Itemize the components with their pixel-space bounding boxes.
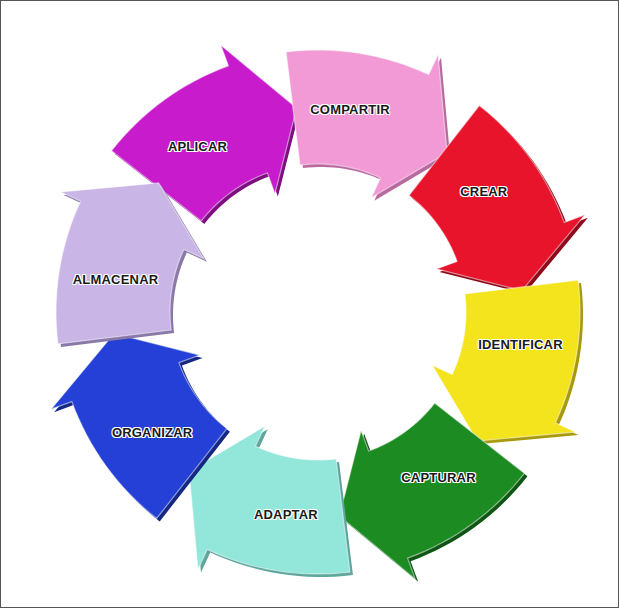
arrow-body	[56, 183, 204, 344]
arrow-label: ORGANIZAR	[112, 425, 193, 440]
cycle-arrow: ORGANIZAR	[49, 331, 233, 525]
arrow-body	[432, 280, 580, 441]
arrow-label: ALMACENAR	[73, 272, 159, 287]
arrow-label: ADAPTAR	[254, 507, 318, 522]
arrow-shape	[337, 401, 531, 585]
arrow-body	[286, 50, 447, 198]
cycle-arrow: CREAR	[407, 103, 591, 297]
arrow-label: APLICAR	[168, 139, 227, 154]
cycle-arrow: ALMACENAR	[54, 180, 210, 350]
arrow-body	[51, 333, 227, 518]
arrow-shape	[54, 180, 210, 350]
arrow-label: CREAR	[460, 184, 507, 199]
cycle-arrow: CAPTURAR	[337, 401, 531, 585]
arrow-label: COMPARTIR	[310, 102, 390, 117]
arrow-label: IDENTIFICAR	[478, 337, 563, 352]
arrow-shape	[407, 103, 591, 297]
arrow-body	[339, 403, 524, 579]
arrow-body	[409, 106, 585, 291]
arrow-label: CAPTURAR	[401, 470, 476, 485]
